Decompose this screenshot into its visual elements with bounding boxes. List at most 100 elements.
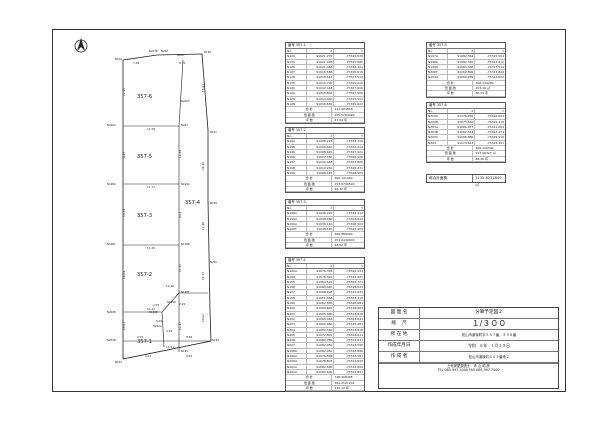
dimension-label: 15.03 [122,322,126,330]
location-row-key: 所 在 地 [379,330,420,340]
summary-label: 合 計 [286,375,333,380]
table-cell: -73315.615 [345,70,363,75]
table-cell: 91016.630 [307,101,335,107]
table-cell: 91064.510 [307,279,335,285]
table-cell: N200F [286,227,307,232]
table-cell: N128 [286,96,307,101]
table-cell: N128 [286,101,307,107]
point-label: N202 [177,53,184,57]
point-label: N202B [107,338,116,342]
dimension-label: 12.12 [178,264,182,272]
point-label: N198E [149,310,158,314]
summary-label: 坪 数 [427,91,474,96]
table-cell: N129 [286,91,307,96]
table-cell: 91069.330 [307,327,335,332]
summary-label: 合 計 [286,107,333,112]
table-cell: -73324.491 [486,140,504,145]
scale-value: １/３００ [471,319,507,328]
table-cell: -73318.664 [345,306,363,311]
maker-name: 土地家屋調査士 青 山 昭 彦 [447,364,490,368]
dimension-label: 9.97 [122,152,126,158]
dimension-label: 11.51 [166,345,174,349]
summary-value: 105.5284090 [334,112,355,117]
table-cell: N125 [286,59,307,64]
summary-value: 306.888000 [334,232,353,237]
table-cell: 91016.613 [307,75,335,80]
table-cell: 91076.303 [307,269,335,274]
table-cell: N196 [286,155,307,160]
dimension-label: 11.34 [178,150,182,158]
table-cell: 91078.320 [307,274,335,279]
lot-label: 357-4 [185,200,201,206]
table-header-cell: No. [286,264,307,269]
point-label: N201 [181,123,188,127]
table-cell: N205 [286,332,307,338]
table-caption: 番号 357-6 [427,103,505,109]
dimension-label: 8.44 [186,354,192,358]
north-arrow-icon [74,38,88,53]
dimension-label: 11.42 [147,307,155,311]
table-cell: N203 [286,322,307,327]
table-caption: 番号 357-3 [286,200,364,206]
table-cell: 91014.400 [307,96,335,101]
table-cell: 91082.300 [448,59,476,64]
table-cell: -73329.622 [345,80,363,85]
table-cell: -73312.621 [345,274,363,279]
summary-label: 倍 面 積 [286,181,333,186]
table-cell: -73334.414 [345,144,363,149]
table-cell: 91012.448 [307,86,335,91]
dimension-label: 11.40 [201,162,205,170]
point-label: N199B [181,242,190,246]
summary-label: 合 計 [286,232,333,237]
table-cell: N194 [286,139,307,144]
table-cell: 91016.802 [307,91,335,96]
point-label: N198A [107,182,116,186]
summary-value: 211.404818 [334,107,353,112]
author-row: 作 成 者 松山市道後町４０３番地２ [379,352,558,363]
table-cell: N204 [427,140,448,146]
table-cell: -73329.622 [345,101,363,106]
dimension-label: 3.09 [156,319,162,323]
table-header-cell: X [307,264,335,269]
maker-info: 土地家屋調査士 青 山 昭 彦 TEL 089-997-5000 FAX 089… [379,363,558,373]
dimension-label: 9.12 [145,354,151,358]
table-cell: N201 [286,311,307,316]
title-row-key: 図 面 名 [379,308,420,318]
dimension-label: 12.98 [201,222,205,230]
table-cell: -73331.604 [486,124,504,129]
table-cell: -73317.824 [486,70,504,75]
lot-label: 357-5 [137,154,152,160]
table-cell: -73325.910 [486,135,504,140]
table-cell: 91076.830 [448,114,476,119]
table-cell: N206 [286,338,307,343]
table-cell: -73314.633 [345,359,363,364]
summary-label: 倍 面 積 [427,86,474,91]
table-cell: 91078.803 [307,359,335,364]
summary-label: 坪 数 [286,385,333,391]
point-label: N203B [149,49,158,53]
summary-value: 306.126540 [475,146,494,151]
lot-label: 357-6 [137,94,152,100]
table-cell: 91080.877 [448,124,476,130]
point-label: N200A [107,123,116,127]
date-row-key: 作成年月日 [379,341,420,351]
